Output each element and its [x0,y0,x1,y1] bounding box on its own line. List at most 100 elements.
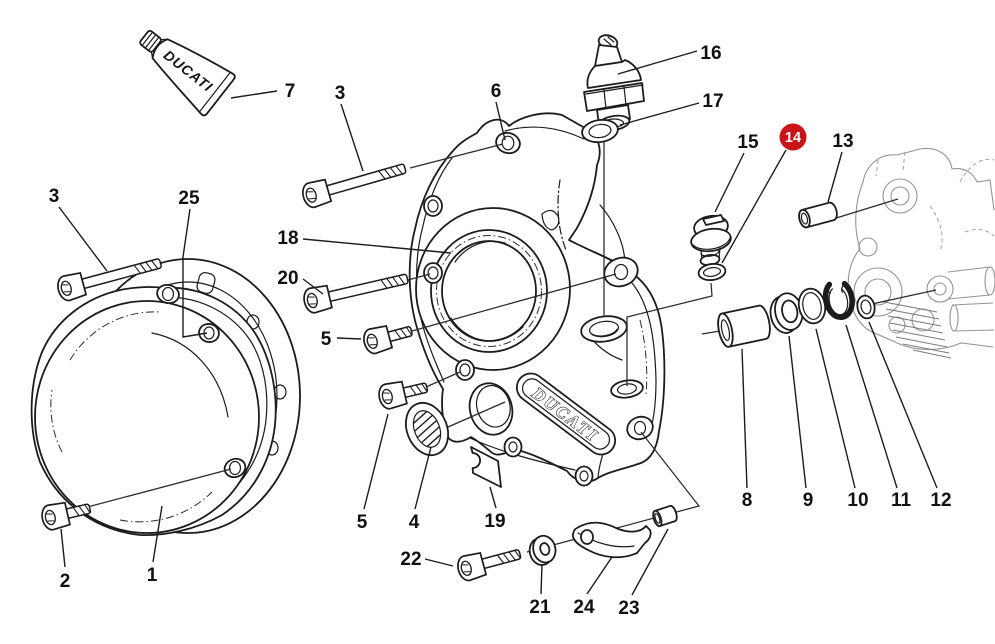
callout-number-13: 13 [832,131,853,152]
callout-9[interactable]: 9 [803,490,814,511]
callout-number-19: 19 [484,511,505,532]
callout-25[interactable]: 25 [178,188,200,209]
leader-line-25 [182,208,208,338]
callout-5-mid[interactable]: 5 [321,329,332,350]
callout-highlight-badge [779,123,807,151]
callout-number-6: 6 [491,81,502,102]
callout-number-10: 10 [847,490,868,511]
part-bolt-3-center [299,155,410,211]
callout-7[interactable]: 7 [285,81,296,102]
leader-line-15 [714,152,745,213]
callout-16[interactable]: 16 [700,43,721,64]
callout-23[interactable]: 23 [618,598,639,619]
callout-number-5-mid: 5 [321,329,332,350]
leader-line-13 [827,151,843,203]
callout-number-2: 2 [60,571,71,592]
leader-line-9 [788,335,807,489]
callout-number-15: 15 [737,132,759,153]
callout-24[interactable]: 24 [573,597,595,618]
leader-line-19 [489,486,497,509]
part-spacer-23 [652,505,678,528]
callout-5-bottom[interactable]: 5 [357,512,368,533]
callout-21[interactable]: 21 [529,597,551,618]
callout-number-24: 24 [573,597,595,618]
assembly-lines [79,142,937,553]
callout-13[interactable]: 13 [832,131,853,152]
leader-line-7 [230,90,278,99]
leader-line-8 [741,348,748,489]
callout-8[interactable]: 8 [742,490,753,511]
callout-15[interactable]: 15 [737,132,759,153]
leader-line-3-left [58,206,108,272]
leader-line-1 [152,505,163,563]
leader-line-24 [586,556,613,595]
callout-14[interactable]: 14 [779,123,807,151]
callout-6[interactable]: 6 [491,81,502,102]
leader-line-12 [868,321,938,489]
callout-3-left[interactable]: 3 [49,186,60,207]
callout-number-25: 25 [178,188,200,209]
callout-number-5-bottom: 5 [357,512,368,533]
part-plate-19 [470,446,502,488]
callout-number-14: 14 [785,130,801,146]
leader-line-14 [721,149,787,264]
callout-20[interactable]: 20 [277,268,298,289]
callout-number-22: 22 [400,549,421,570]
part-clutch-cover-main: DUCATI [408,112,666,487]
callout-number-11: 11 [891,490,912,511]
part-clamp-24 [572,521,652,559]
part-seal-washer-17 [581,118,619,144]
part-bushing-13 [798,201,838,229]
part-sight-glass [404,401,450,457]
leader-line-21 [540,563,543,595]
leader-line-20 [302,278,324,295]
leader-line-17 [619,102,700,126]
part-spacer-8 [717,304,771,348]
part-bolt-5-upper [360,317,416,357]
callout-2[interactable]: 2 [60,571,71,592]
part-circlip-11 [822,281,855,320]
callout-12[interactable]: 12 [930,490,951,511]
part-sealant-tube: DUCATI [139,29,236,117]
leader-line-5-bottom [363,413,389,510]
callout-22[interactable]: 22 [400,549,421,570]
callout-number-20: 20 [277,268,298,289]
callout-10[interactable]: 10 [847,490,868,511]
callout-number-18: 18 [277,228,298,249]
callout-3-center[interactable]: 3 [335,83,346,104]
callout-number-3-center: 3 [335,83,346,104]
leader-line-23 [631,528,669,596]
part-washer-9 [769,292,804,334]
callout-4[interactable]: 4 [409,512,420,533]
leader-line-4 [414,446,432,510]
part-breather-valve [583,34,645,132]
callout-number-17: 17 [702,91,723,112]
callout-number-16: 16 [700,43,721,64]
callout-17[interactable]: 17 [702,91,723,112]
part-clutch-cover-outer [30,283,277,536]
callout-18[interactable]: 18 [277,228,298,249]
leader-line-10 [815,328,856,489]
callout-11[interactable]: 11 [891,490,912,511]
callout-19[interactable]: 19 [484,511,505,532]
sight-glass-opening [468,382,514,436]
leader-line-16 [617,50,698,75]
part-washer-21 [528,534,557,566]
part-oring-12 [856,294,876,320]
callout-number-23: 23 [618,598,639,619]
leader-line-22 [424,558,454,567]
engine-case-ghost [847,147,995,359]
callout-number-21: 21 [529,597,551,618]
leader-line-3-center [340,103,364,172]
part-oil-plug [690,214,732,267]
callout-number-9: 9 [803,490,814,511]
leader-line-6 [495,101,506,141]
leader-line-2 [60,528,66,568]
callout-number-3-left: 3 [49,186,60,207]
part-bolt-22 [454,541,524,584]
callout-number-8: 8 [742,490,753,511]
callout-1[interactable]: 1 [147,565,158,586]
